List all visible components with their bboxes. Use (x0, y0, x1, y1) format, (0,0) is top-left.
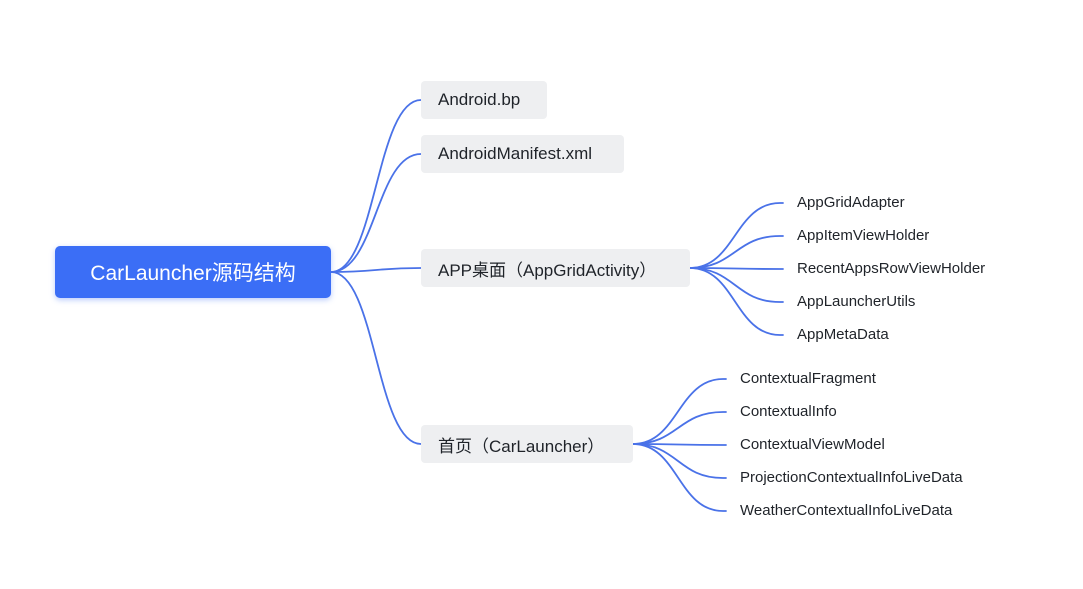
root-node[interactable]: CarLauncher源码结构 (55, 246, 331, 298)
root-node-label: CarLauncher源码结构 (90, 262, 296, 285)
leaf-node-recent-apps-row-view-holder[interactable]: RecentAppsRowViewHolder (797, 257, 985, 279)
leaf-node-weather-contextual-info-live-data[interactable]: WeatherContextualInfoLiveData (740, 499, 952, 521)
connector-app-desktop-leaf-0 (689, 202, 784, 269)
connector-app-desktop-leaf-3 (689, 267, 784, 303)
leaf-node-label: RecentAppsRowViewHolder (797, 259, 986, 277)
leaf-node-projection-contextual-info-live-data[interactable]: ProjectionContextualInfoLiveData (740, 466, 963, 488)
leaf-node-app-meta-data[interactable]: AppMetaData (797, 323, 889, 345)
connector-home-leaf-1 (632, 411, 727, 445)
branch-node-android-bp[interactable]: Android.bp (421, 81, 547, 119)
leaf-node-label: ProjectionContextualInfoLiveData (740, 468, 963, 486)
leaf-node-contextual-view-model[interactable]: ContextualViewModel (740, 433, 885, 455)
leaf-node-label: ContextualViewModel (740, 435, 885, 453)
connector-home-leaf-0 (632, 378, 727, 445)
leaf-node-label: AppItemViewHolder (797, 226, 930, 244)
branch-node-label: AndroidManifest.xml (438, 144, 593, 163)
connector-root-home (330, 271, 422, 445)
branch-node-label: Android.bp (438, 90, 521, 109)
leaf-node-app-grid-adapter[interactable]: AppGridAdapter (797, 191, 905, 213)
branch-node-app-desktop[interactable]: APP桌面（AppGridActivity） (421, 249, 690, 287)
leaf-node-label: AppLauncherUtils (797, 292, 916, 310)
leaf-node-label: AppGridAdapter (797, 193, 905, 211)
branch-node-home[interactable]: 首页（CarLauncher） (421, 425, 633, 463)
connector-app-desktop-leaf-1 (689, 235, 784, 269)
leaf-node-label: AppMetaData (797, 325, 889, 343)
leaf-node-label: ContextualInfo (740, 402, 837, 420)
connector-root-android-bp (330, 99, 422, 273)
leaf-node-label: ContextualFragment (740, 369, 876, 387)
leaf-node-label: WeatherContextualInfoLiveData (740, 501, 953, 519)
leaf-node-contextual-fragment[interactable]: ContextualFragment (740, 367, 876, 389)
branch-node-label: 首页（CarLauncher） (438, 436, 605, 456)
connector-root-app-desktop (330, 267, 422, 273)
leaf-node-contextual-info[interactable]: ContextualInfo (740, 400, 837, 422)
connector-home-leaf-2 (632, 443, 727, 446)
connector-app-desktop-leaf-4 (689, 267, 784, 336)
leaf-node-app-launcher-utils[interactable]: AppLauncherUtils (797, 290, 915, 312)
leaf-node-app-item-view-holder[interactable]: AppItemViewHolder (797, 224, 929, 246)
connector-app-desktop-leaf-2 (689, 267, 784, 270)
connector-root-manifest (330, 153, 422, 273)
connector-home-leaf-4 (632, 443, 727, 512)
connector-home-leaf-3 (632, 443, 727, 479)
branch-node-label: APP桌面（AppGridActivity） (438, 260, 657, 280)
branch-node-android-manifest[interactable]: AndroidManifest.xml (421, 135, 624, 173)
